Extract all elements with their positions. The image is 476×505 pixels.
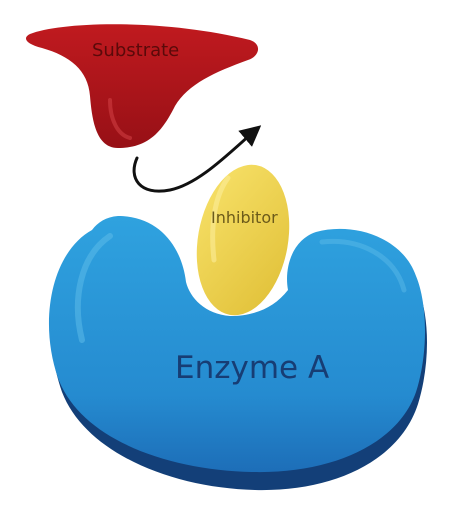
substrate-shape	[26, 24, 259, 148]
inhibitor-highlight	[210, 175, 231, 263]
enzyme-highlight	[74, 233, 113, 343]
substrate-highlight	[108, 98, 132, 140]
substrate-label: Substrate	[92, 40, 180, 61]
inhibitor-shape	[196, 164, 290, 316]
inhibitor-label: Inhibitor	[211, 208, 278, 227]
enzyme-label: Enzyme A	[175, 350, 330, 386]
enzyme-highlight-right	[319, 238, 407, 293]
enzyme-shape	[48, 216, 425, 473]
reaction-arrow	[132, 125, 262, 193]
